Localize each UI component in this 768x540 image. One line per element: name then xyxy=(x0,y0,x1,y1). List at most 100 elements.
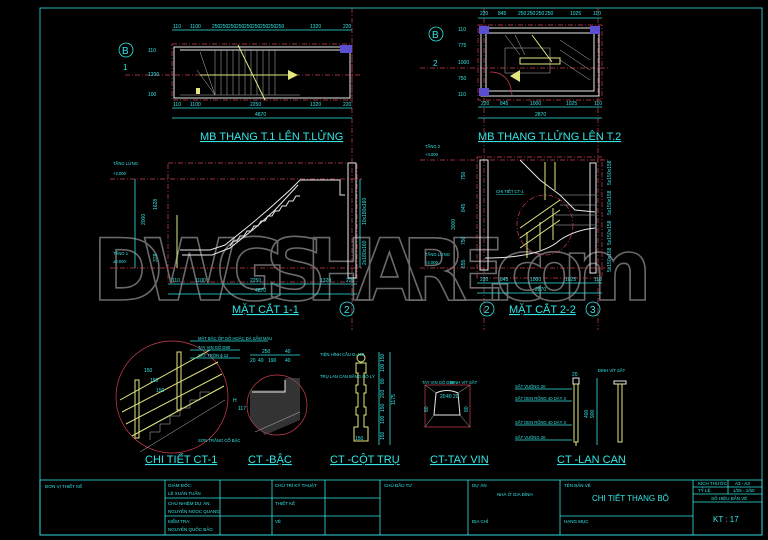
label: 150 xyxy=(156,388,165,394)
label: 110 xyxy=(594,101,602,107)
label: 1025 xyxy=(566,101,577,107)
label: 1320 xyxy=(320,278,331,284)
label: 3000 xyxy=(451,219,457,230)
section-1-1: TẦNG LỬNG +2.000 TẦNG 1 ±0.000 2000 1628… xyxy=(110,161,368,317)
label: 250 xyxy=(276,24,285,30)
label: 845 xyxy=(500,101,509,107)
label: 100 xyxy=(148,92,157,98)
label: ĐỊA CHỈ xyxy=(472,518,489,524)
label: 750 xyxy=(461,171,467,180)
label: 250 xyxy=(518,11,527,17)
label: 203 xyxy=(380,389,386,398)
plan-2: B 2 220 845 250 250 250 250 1025 110 220… xyxy=(420,8,621,330)
label: +2.000 xyxy=(113,171,127,176)
label: 250 xyxy=(260,24,269,30)
plan-2-title: MB THANG T.LỬNG LÊN T.2 xyxy=(478,130,621,143)
label: 1320 xyxy=(310,24,321,30)
axis-label: B xyxy=(432,30,439,41)
label: 2x180x160 xyxy=(362,240,368,265)
label: TẦNG LỬNG xyxy=(425,252,450,257)
label: 117 xyxy=(238,406,246,412)
label: TẦNG 1 xyxy=(113,251,129,256)
label: ±0.000 xyxy=(113,259,126,264)
detail-bac-title: CT -BẬC xyxy=(248,453,292,466)
label: 110 xyxy=(172,278,180,284)
label: ĐINH VÍT SẮT xyxy=(450,380,478,385)
label: TAY VỊN GỖ D80 xyxy=(198,345,231,350)
plan-1-title: MB THANG T.1 LÊN T.LỬNG xyxy=(200,130,343,143)
label: TẦNG LỬNG xyxy=(113,161,138,166)
label: 150 xyxy=(380,353,386,362)
label: A3 - A3 xyxy=(735,481,750,486)
label: 250 xyxy=(268,24,277,30)
label: 40 xyxy=(285,349,291,355)
label: 250 xyxy=(262,349,271,355)
section-1-1-title: MẶT CẮT 1-1 xyxy=(232,303,299,316)
label: 20 xyxy=(572,372,578,378)
label: SẮT DẸN RỖNG 40 DÀY 3 xyxy=(515,420,566,425)
detail-cot-tru-title: CT -CỘT TRỤ xyxy=(330,453,400,466)
detail-ct1-title: CHI TIẾT CT-1 xyxy=(145,453,217,466)
label: SỐ HIỆU BẢN VẼ xyxy=(711,494,747,501)
label: NGUYỄN QUỐC BẢO xyxy=(168,526,213,532)
label: 10x180x160 xyxy=(362,198,368,225)
label: 80 xyxy=(464,406,470,412)
label: HẠNG MỤC xyxy=(564,519,589,524)
label: 220 xyxy=(480,277,489,283)
label: TỶ LỆ xyxy=(698,486,711,493)
label: 150 xyxy=(380,431,386,440)
label: 655 xyxy=(461,259,467,268)
label: 1175 xyxy=(391,394,397,405)
label: 900 xyxy=(590,409,596,418)
label: 845 xyxy=(461,203,467,212)
label: 4870 xyxy=(255,112,266,118)
label: KIỂM TRA: xyxy=(168,518,190,524)
detail-ct1: MẶT BẬC ỐP GỖ HOẶC ĐÁ SẪM MÀU TAY VỊN GỖ… xyxy=(115,336,272,466)
label: 1100 xyxy=(190,102,201,108)
label: 250 xyxy=(545,11,554,17)
label: 1/25 - 1/50 xyxy=(733,488,755,493)
label: 250 xyxy=(536,11,545,17)
plan-1: B 1 110 1100 250 250 250 250 250 250 250… xyxy=(118,8,360,330)
detail-callout: CHI TIẾT CT-1 xyxy=(496,189,524,194)
label: CHỦ ĐẦU TƯ xyxy=(384,482,412,488)
label: 220 xyxy=(346,278,355,284)
section-2-2: CHI TIẾT CT-1 TẦNG 2 +3.000 TẦNG LỬNG +2… xyxy=(420,144,613,317)
label: 250 xyxy=(220,24,229,30)
label: DỰ ÁN xyxy=(472,482,487,488)
label: 1000 xyxy=(458,60,469,66)
label: VẼ xyxy=(275,518,281,524)
label: 775 xyxy=(458,43,467,49)
label: 100 xyxy=(380,415,386,424)
section-cut-label: 2 xyxy=(433,59,438,68)
sheet-number: KT : 17 xyxy=(713,515,739,524)
label: 110 xyxy=(458,27,466,33)
label: 1025 xyxy=(570,11,581,17)
label: 250 xyxy=(228,24,237,30)
axis-bubble-label: 2 xyxy=(344,305,350,316)
detail-tay-vin: TAY VỊN GỖ D80 ĐINH VÍT SẮT 20 40 20 80 … xyxy=(422,380,489,466)
label: 150 xyxy=(380,403,386,412)
label: 40 xyxy=(446,394,452,400)
label: CHỦ TRÌ KỸ THUẬT xyxy=(275,482,317,488)
label: H xyxy=(233,398,237,404)
label: 2250 xyxy=(250,278,261,284)
label: 220 xyxy=(343,102,352,108)
section-2-2-title: MẶT CẮT 2-2 xyxy=(509,303,576,316)
label: ĐINH VÍT SẮT xyxy=(598,368,626,373)
label: 4870 xyxy=(255,288,266,294)
axis-bubble-label: 3 xyxy=(590,305,596,316)
label: 110 xyxy=(148,48,156,54)
label: 110 xyxy=(593,11,601,17)
label: +3.000 xyxy=(425,152,439,157)
axis-bubble xyxy=(118,42,134,58)
label: MẶT BẬC ỐP GỖ HOẶC ĐÁ SẪM MÀU xyxy=(198,336,272,341)
drawing-name: CHI TIẾT THANG BỘ xyxy=(592,493,669,503)
label: 5x150x158 xyxy=(607,190,613,215)
label: 1628 xyxy=(153,199,159,210)
label: 1200 xyxy=(148,72,159,78)
label: ĐƠN VỊ THIẾT KẾ xyxy=(45,483,82,489)
label: 250 xyxy=(236,24,245,30)
detail-lan-can-title: CT -LAN CAN xyxy=(557,454,626,466)
